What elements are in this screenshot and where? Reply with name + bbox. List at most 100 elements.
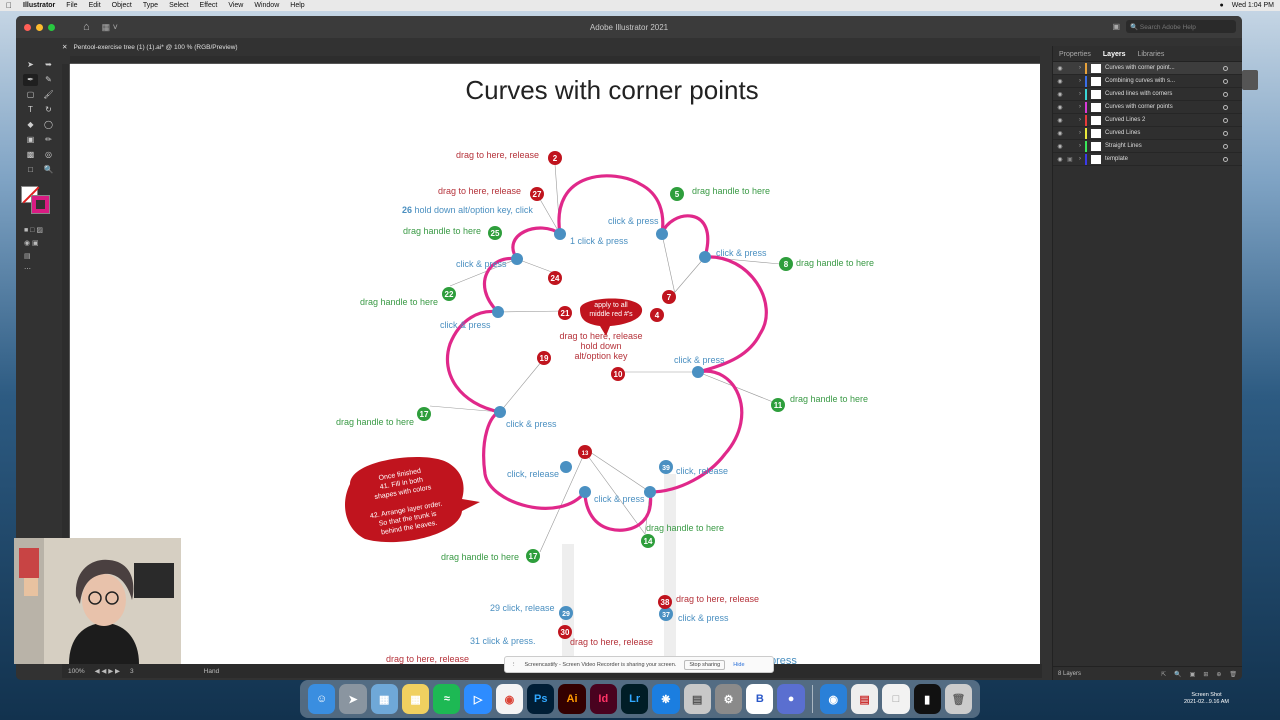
- vertical-ruler[interactable]: [62, 64, 70, 664]
- layer-row[interactable]: ◉›Curves with corner points: [1053, 101, 1242, 114]
- sharing-handle-icon[interactable]: ⋮: [511, 661, 517, 668]
- menu-edit[interactable]: Edit: [82, 2, 101, 9]
- tab-layers[interactable]: Layers: [1102, 51, 1126, 58]
- document-tab[interactable]: ✕ Pentool-exercise tree (1) (1).ai* @ 10…: [62, 40, 238, 54]
- lightroom-icon[interactable]: Lr: [620, 684, 649, 714]
- rectangle-tool-icon[interactable]: ▢: [26, 90, 35, 99]
- color-mode-icons[interactable]: ■ □ ▨: [24, 227, 43, 234]
- eyedropper-tool-icon[interactable]: ✏: [45, 135, 52, 144]
- trash-icon[interactable]: 🗑: [944, 684, 973, 714]
- artboard-tool-icon[interactable]: □: [28, 165, 33, 174]
- bootstrap-icon[interactable]: ●: [777, 684, 805, 714]
- zoom-window-button[interactable]: [48, 23, 55, 31]
- arrange-documents-icon[interactable]: ▣: [1112, 22, 1120, 31]
- locate-object-icon[interactable]: 🔍: [1174, 672, 1182, 678]
- minimize-window-button[interactable]: [36, 23, 43, 31]
- tab-libraries[interactable]: Libraries: [1137, 51, 1165, 58]
- archive-icon[interactable]: ▤: [683, 684, 711, 714]
- layer-target-icon[interactable]: [1223, 143, 1228, 149]
- visibility-eye-icon[interactable]: ◉: [1057, 117, 1063, 124]
- zoom-tool-icon[interactable]: 🔍: [43, 165, 54, 174]
- home-icon[interactable]: ⌂: [83, 21, 90, 33]
- layer-row[interactable]: ◉›Curved lines with corners: [1053, 88, 1242, 101]
- menubar-clock[interactable]: Wed 1:04 PM: [1231, 2, 1274, 9]
- expand-chevron-icon[interactable]: ›: [1079, 91, 1081, 97]
- eraser-tool-icon[interactable]: ◆: [27, 120, 34, 129]
- indesign-icon[interactable]: Id: [589, 684, 617, 714]
- blend-tool-icon[interactable]: ◎: [45, 150, 52, 159]
- visibility-eye-icon[interactable]: ◉: [1057, 156, 1063, 163]
- document-icon[interactable]: ▤: [850, 684, 879, 714]
- layer-row[interactable]: ◉›Curved Lines: [1053, 127, 1242, 140]
- layer-target-icon[interactable]: [1223, 117, 1228, 123]
- terminal-icon[interactable]: ▮: [913, 684, 941, 714]
- rotate-tool-icon[interactable]: ↻: [45, 105, 52, 114]
- file-icon[interactable]: □: [882, 684, 910, 714]
- cloud-curve[interactable]: [445, 174, 768, 532]
- menu-select[interactable]: Select: [163, 2, 188, 9]
- expand-chevron-icon[interactable]: ›: [1079, 78, 1081, 84]
- gradient-tool-icon[interactable]: ▩: [26, 150, 35, 159]
- photoshop-icon[interactable]: Ps: [527, 684, 555, 714]
- stroke-swatch[interactable]: [31, 195, 50, 214]
- pencil-tool-icon[interactable]: ✎: [45, 75, 52, 84]
- expand-chevron-icon[interactable]: ›: [1079, 104, 1081, 110]
- menu-app-name[interactable]: Illustrator: [17, 2, 55, 9]
- visibility-eye-icon[interactable]: ◉: [1057, 78, 1063, 85]
- globe-icon[interactable]: ◉: [819, 684, 847, 714]
- menu-window[interactable]: Window: [248, 2, 279, 9]
- bbedit-icon[interactable]: B: [746, 684, 774, 714]
- shape-builder-tool-icon[interactable]: ▣: [26, 135, 35, 144]
- horizontal-ruler[interactable]: [70, 56, 1040, 64]
- workspace-switcher-icon[interactable]: ▦ ˅: [101, 21, 118, 32]
- export-icon[interactable]: ⇱: [1161, 672, 1167, 678]
- expand-chevron-icon[interactable]: ›: [1079, 130, 1081, 136]
- expand-chevron-icon[interactable]: ›: [1079, 156, 1081, 162]
- visibility-eye-icon[interactable]: ◉: [1057, 143, 1063, 150]
- artboard-number[interactable]: 3: [130, 667, 134, 675]
- menu-view[interactable]: View: [222, 2, 243, 9]
- lock-icon[interactable]: ▣: [1067, 156, 1073, 163]
- visibility-eye-icon[interactable]: ◉: [1057, 91, 1063, 98]
- zoom-icon[interactable]: ▷: [464, 684, 492, 714]
- menu-help[interactable]: Help: [284, 2, 304, 9]
- apple-icon[interactable]: : [6, 1, 12, 10]
- paintbrush-tool-icon[interactable]: 🖌: [43, 90, 54, 99]
- wifi-icon[interactable]: ●: [1219, 2, 1224, 9]
- expand-chevron-icon[interactable]: ›: [1079, 65, 1081, 71]
- width-tool-icon[interactable]: ◯: [44, 120, 53, 129]
- layer-row[interactable]: ◉›Curves with corner point...: [1053, 62, 1242, 75]
- layer-row[interactable]: ◉›Curved Lines 2: [1053, 114, 1242, 127]
- close-tab-icon[interactable]: ✕: [62, 44, 68, 51]
- finder-icon[interactable]: ☺: [308, 684, 336, 714]
- system-preferences-icon[interactable]: ⚙: [714, 684, 743, 714]
- pen-tool-icon[interactable]: ✒: [23, 74, 38, 86]
- layer-target-icon[interactable]: [1223, 78, 1228, 84]
- preview-icon[interactable]: ▦: [370, 684, 398, 714]
- layer-row[interactable]: ◉▣›template: [1053, 153, 1242, 166]
- tab-properties[interactable]: Properties: [1059, 51, 1091, 58]
- hide-sharing-button[interactable]: Hide: [733, 661, 745, 668]
- chrome-icon[interactable]: ◉: [495, 684, 524, 714]
- visibility-eye-icon[interactable]: ◉: [1057, 130, 1063, 137]
- expand-chevron-icon[interactable]: ›: [1079, 143, 1081, 149]
- screen-mode-icon[interactable]: ▤: [24, 253, 31, 260]
- layer-row[interactable]: ◉›Straight Lines: [1053, 140, 1242, 153]
- visibility-eye-icon[interactable]: ◉: [1057, 104, 1063, 111]
- search-adobe-help-input[interactable]: 🔍 Search Adobe Help: [1126, 20, 1236, 33]
- stop-sharing-button[interactable]: Stop sharing: [684, 659, 726, 670]
- layer-row[interactable]: ◉›Combining curves with s...: [1053, 75, 1242, 88]
- illustrator-icon[interactable]: Ai: [558, 684, 586, 714]
- expand-chevron-icon[interactable]: ›: [1079, 117, 1081, 123]
- fill-stroke-swatches[interactable]: [21, 186, 51, 220]
- spotify-icon[interactable]: ≈: [433, 684, 461, 714]
- safari-icon[interactable]: ❋: [652, 684, 680, 714]
- launchpad-icon[interactable]: ➤: [339, 684, 367, 714]
- layer-target-icon[interactable]: [1223, 130, 1228, 136]
- close-window-button[interactable]: [24, 23, 31, 31]
- artboard-canvas[interactable]: Curves with corner points: [70, 64, 1040, 664]
- delete-layer-icon[interactable]: 🗑: [1229, 672, 1237, 678]
- more-tools-icon[interactable]: ⋯: [24, 266, 31, 273]
- menu-type[interactable]: Type: [136, 2, 158, 9]
- menu-effect[interactable]: Effect: [193, 2, 218, 9]
